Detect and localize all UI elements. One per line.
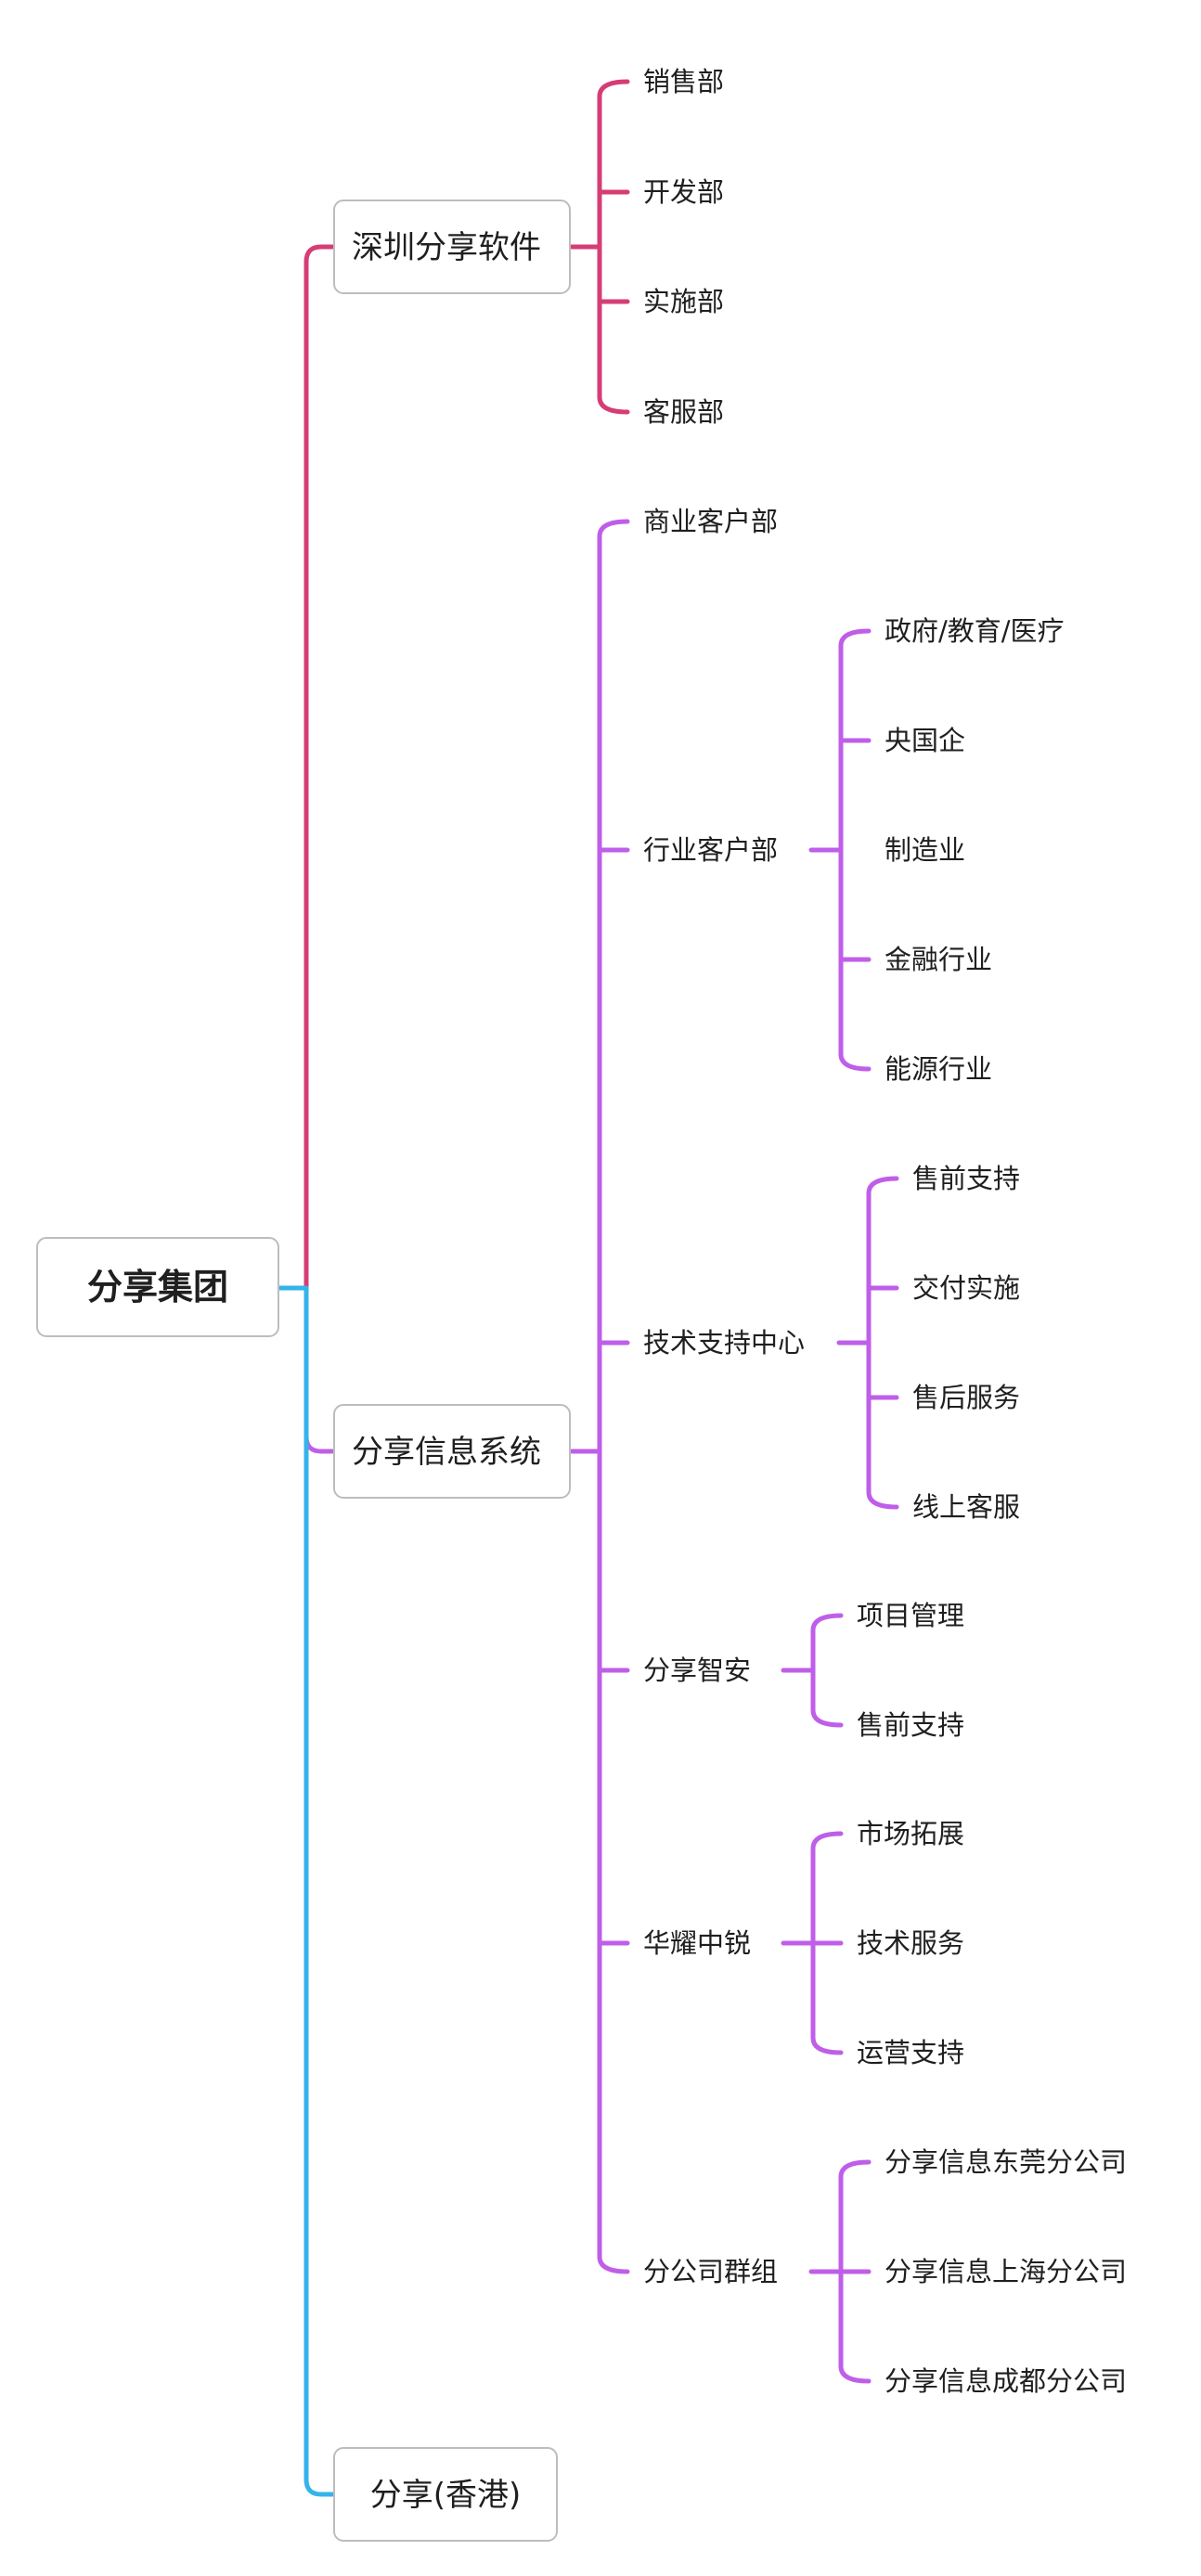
shenzhen-child-label[interactable]: 开发部 [643,176,724,208]
connector-jishu-children [836,1176,899,1510]
info-box [333,1404,571,1499]
root-box [36,1237,279,1337]
info-child-label[interactable]: 行业客户部 [643,834,778,866]
hk-label: 分享(香港) [370,2477,522,2514]
info-child-label[interactable]: 分公司群组 [643,2256,778,2287]
leaf-label[interactable]: 金融行业 [885,944,992,975]
connectors [276,79,899,2497]
hk-box [333,2447,558,2542]
leaf-label[interactable]: 央国企 [885,725,965,756]
leaf-label[interactable]: 线上客服 [912,1491,1020,1523]
leaf-label[interactable]: 项目管理 [857,1600,964,1631]
leaf-label[interactable]: 售后服务 [912,1382,1020,1413]
shenzhen-child-label[interactable]: 客服部 [643,396,724,428]
connector-fengongsi-children [808,2159,872,2384]
leaf-label[interactable]: 分享信息东莞分公司 [885,2146,1127,2178]
root-label: 分享集团 [87,1267,228,1307]
shenzhen-label: 深圳分享软件 [352,229,541,266]
leaf-label[interactable]: 交付实施 [912,1272,1020,1304]
shenzhen-child-label[interactable]: 销售部 [643,66,724,97]
leaf-label[interactable]: 能源行业 [885,1053,992,1085]
info-child-label[interactable]: 华耀中锐 [643,1927,751,1959]
info-child-label[interactable]: 商业客户部 [643,506,778,537]
leaf-label[interactable]: 市场拓展 [857,1818,964,1849]
leaf-label[interactable]: 制造业 [885,834,965,866]
connector-shenzhen-children [569,79,630,415]
leaf-label[interactable]: 技术服务 [857,1927,964,1959]
leaf-label[interactable]: 运营支持 [857,2037,964,2068]
connector-hangye-children [808,628,872,1072]
info-child-label[interactable]: 分享智安 [643,1655,751,1686]
info-label: 分享信息系统 [352,1434,541,1471]
leaf-label[interactable]: 售前支持 [912,1163,1020,1194]
leaf-label[interactable]: 分享信息成都分公司 [885,2365,1127,2397]
connector-info-children [569,519,630,2274]
connector-root-hk [276,1285,335,2497]
connector-root-shenzhen [276,244,335,1291]
shenzhen-box [333,200,571,294]
connector-zhian-children [781,1613,844,1728]
leaf-label[interactable]: 售前支持 [857,1709,964,1741]
node-root[interactable]: 分享集团 [36,1237,279,1337]
leaf-label[interactable]: 政府/教育/医疗 [885,615,1065,647]
connector-huayao-children [781,1831,844,2055]
info-child-label[interactable]: 技术支持中心 [643,1327,805,1359]
connector-root-info [303,1285,335,1454]
leaf-label[interactable]: 分享信息上海分公司 [885,2256,1127,2287]
shenzhen-child-label[interactable]: 实施部 [643,286,724,317]
node-shenzhen[interactable]: 深圳分享软件 [333,200,571,294]
node-hk[interactable]: 分享(香港) [333,2447,558,2542]
node-info[interactable]: 分享信息系统 [333,1404,571,1499]
